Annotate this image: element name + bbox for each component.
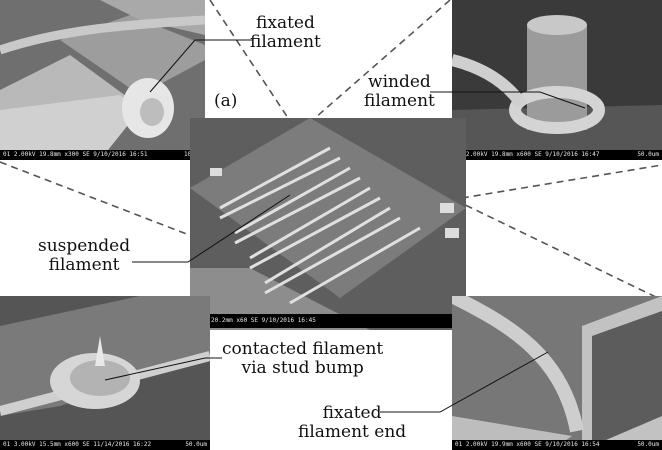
sem-image-bottom-left: 01 3.00kV 15.5mm x600 SE 11/14/2016 16:2… bbox=[0, 296, 210, 450]
label-line: via stud bump bbox=[241, 358, 364, 378]
winded-filament-illustration bbox=[452, 0, 662, 160]
suspended-filament-label: suspended filament bbox=[38, 237, 130, 275]
label-line: fixated bbox=[322, 403, 382, 423]
sem-metadata-bar: 01 2.00kV 19.8mm x600 SE 9/10/2016 16:47… bbox=[452, 150, 662, 160]
suspended-filament-array-illustration bbox=[190, 118, 466, 330]
fixated-filament-end-label: fixated filament end bbox=[298, 404, 406, 442]
label-line: contacted filament bbox=[222, 339, 384, 359]
stud-bump-illustration bbox=[0, 296, 210, 450]
sem-scale-text: 50.0um bbox=[637, 441, 659, 448]
label-line: winded bbox=[368, 72, 431, 92]
sem-metadata-bar: 00kV 20.2mm x60 SE 9/10/2016 16:45 500 bbox=[190, 314, 466, 328]
fixated-filament-label: fixated filament bbox=[250, 14, 321, 52]
sem-image-bottom-right: 01 2.00kV 19.9mm x600 SE 9/10/2016 16:54… bbox=[452, 296, 662, 450]
label-line: filament end bbox=[298, 422, 407, 442]
sem-metadata-bar: 01 3.00kV 15.5mm x600 SE 11/14/2016 16:2… bbox=[0, 440, 210, 450]
sem-metadata-bar: 01 2.00kV 19.8mm x300 SE 9/10/2016 16:51… bbox=[0, 150, 205, 160]
contacted-filament-label: contacted filament via stud bump bbox=[222, 340, 383, 378]
sem-metadata-text: 01 3.00kV 15.5mm x600 SE 11/14/2016 16:2… bbox=[3, 441, 152, 448]
fixated-filament-illustration bbox=[0, 0, 205, 160]
label-line: suspended bbox=[38, 236, 131, 256]
sem-metadata-text: 01 2.00kV 19.8mm x600 SE 9/10/2016 16:47 bbox=[455, 151, 600, 158]
label-line: filament bbox=[48, 255, 120, 275]
panel-label: (a) bbox=[214, 91, 238, 111]
label-line: filament bbox=[364, 91, 435, 111]
sem-metadata-text: 01 2.00kV 19.8mm x300 SE 9/10/2016 16:51 bbox=[3, 151, 148, 158]
sem-scale-text: 50.0um bbox=[637, 151, 659, 158]
sem-image-top-left: 01 2.00kV 19.8mm x300 SE 9/10/2016 16:51… bbox=[0, 0, 205, 160]
sem-scale-text: 50.0um bbox=[185, 441, 207, 448]
label-line: filament bbox=[250, 32, 321, 52]
sem-metadata-text: 01 2.00kV 19.9mm x600 SE 9/10/2016 16:54 bbox=[455, 441, 600, 448]
sem-metadata-bar: 01 2.00kV 19.9mm x600 SE 9/10/2016 16:54… bbox=[452, 440, 662, 450]
sem-image-center: 00kV 20.2mm x60 SE 9/10/2016 16:45 500 bbox=[190, 118, 466, 330]
sem-image-top-right: 01 2.00kV 19.8mm x600 SE 9/10/2016 16:47… bbox=[452, 0, 662, 160]
winded-filament-label: winded filament bbox=[364, 73, 435, 111]
fixated-filament-end-illustration bbox=[452, 296, 662, 450]
label-line: fixated bbox=[256, 13, 315, 33]
sem-metadata-text: 00kV 20.2mm x60 SE 9/10/2016 16:45 bbox=[193, 317, 316, 324]
